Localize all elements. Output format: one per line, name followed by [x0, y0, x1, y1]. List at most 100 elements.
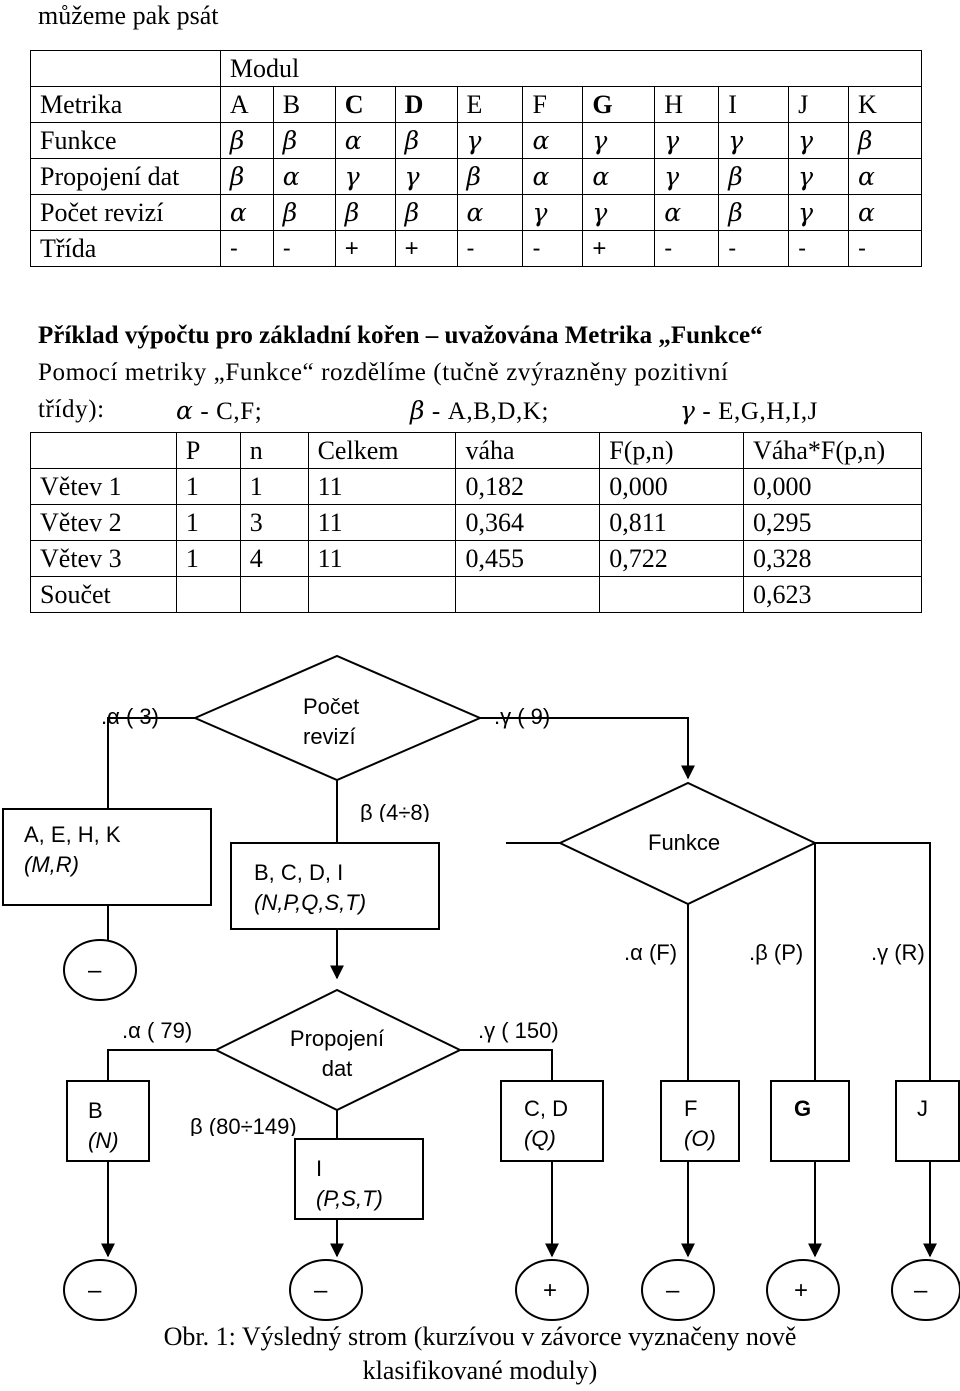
table-cell: - — [272, 230, 336, 267]
prop-beta-label: β (80÷149) — [190, 1114, 297, 1136]
leaf-label: – — [88, 1277, 102, 1304]
row-label: Počet revizí — [30, 194, 221, 231]
box-g: G — [770, 1080, 850, 1162]
table-cell: Součet — [30, 576, 177, 613]
alpha-group: α - C,F; — [176, 396, 262, 426]
table-cell: C — [334, 86, 396, 123]
figure-caption-line-2: klasifikované moduly) — [362, 1356, 598, 1385]
root-label: Počet revizí — [303, 694, 360, 749]
box-cd: C, D (Q) — [500, 1080, 604, 1162]
alpha-symbol: α — [176, 396, 194, 425]
entropy-table: P n Celkem váha F(p,n) Váha*F(p,n) Větev… — [30, 432, 922, 613]
table-row-sum: Součet 0,623 — [30, 576, 922, 613]
box-i: I (P,S,T) — [294, 1138, 424, 1220]
table-cell: I — [718, 86, 790, 123]
box-bcdi: B, C, D, I (N,P,Q,S,T) — [230, 842, 440, 930]
table-cell: 0,455 — [455, 540, 601, 577]
box-f: F (O) — [660, 1080, 740, 1162]
leaf-label: – — [666, 1277, 680, 1304]
table-cell: Větev 2 — [30, 504, 177, 541]
leaf-node — [515, 1259, 589, 1321]
row-label: Třída — [30, 230, 221, 267]
beta-symbol: β — [410, 396, 426, 425]
example-line-2-start: třídy): — [38, 396, 105, 423]
table-cell: 0,328 — [743, 540, 922, 577]
table-cell — [307, 576, 457, 613]
table-row: Větev 2 1 3 11 0,364 0,811 0,295 — [30, 504, 922, 541]
table-cell: J — [788, 86, 849, 123]
table-cell: 11 — [307, 468, 457, 505]
table-cell: β — [394, 194, 458, 231]
prop-alpha-label: .α ( 79) — [122, 1018, 193, 1043]
table-cell: - — [522, 230, 584, 267]
table-cell: 1 — [239, 468, 309, 505]
table-cell: F — [522, 86, 584, 123]
leaf-label: – — [88, 957, 102, 984]
modul-header: Modul — [219, 50, 923, 87]
table-cell: - — [654, 230, 720, 267]
table-cell: K — [848, 86, 922, 123]
alpha-classes: - C,F; — [200, 398, 263, 425]
row-label: Funkce — [30, 122, 221, 159]
header-cell: Celkem — [307, 432, 457, 469]
row-label: Metrika — [30, 86, 221, 123]
beta-group: β - A,B,D,K; — [410, 396, 549, 426]
prop-gamma-label: .γ ( 150) — [478, 1018, 559, 1043]
table-row-funkce: Funkce β β α β γ α γ γ γ γ β — [30, 122, 922, 159]
box-j: J — [895, 1080, 960, 1162]
table-cell: 0,295 — [743, 504, 922, 541]
table-cell: G — [582, 86, 656, 123]
table-cell: γ — [394, 158, 458, 195]
example-line-1: Pomocí metriky „Funkce“ rozdělíme (tučně… — [38, 359, 729, 386]
table-cell: β — [718, 194, 790, 231]
connector — [107, 1049, 216, 1080]
table-row: Větev 1 1 1 11 0,182 0,000 0,000 — [30, 468, 922, 505]
table-cell: 0,364 — [455, 504, 601, 541]
table-cell: α — [219, 194, 274, 231]
funkce-label: Funkce — [648, 830, 721, 855]
table-cell: β — [272, 122, 336, 159]
leaf-node — [63, 939, 137, 1001]
table-cell: α — [848, 158, 922, 195]
leaf-node — [63, 1259, 137, 1321]
table-cell: + — [582, 230, 656, 267]
table-cell: γ — [718, 122, 790, 159]
funkce-alpha-label: .α (F) — [624, 940, 678, 965]
table-row: Modul — [30, 50, 923, 87]
table-cell: α — [654, 194, 720, 231]
root-gamma-label: .γ ( 9) — [494, 704, 551, 729]
box-aehk: A, E, H, K (M,R) — [2, 808, 212, 906]
beta-classes: - A,B,D,K; — [431, 398, 550, 425]
table-cell: - — [718, 230, 790, 267]
leaf-label: – — [314, 1277, 328, 1304]
module-metrics-table: Modul Metrika A B C D E F G H I J K Funk… — [30, 50, 923, 267]
table-cell: + — [394, 230, 458, 267]
table-cell: γ — [334, 158, 396, 195]
table-cell — [175, 576, 241, 613]
table-cell: β — [219, 158, 274, 195]
gamma-symbol: γ — [680, 396, 696, 425]
row-label: Propojení dat — [30, 158, 221, 195]
table-cell: - — [219, 230, 274, 267]
table-cell: 4 — [239, 540, 309, 577]
table-cell: α — [456, 194, 524, 231]
leaf-label: + — [794, 1277, 809, 1304]
connector — [460, 1049, 553, 1080]
table-cell: γ — [654, 122, 720, 159]
table-cell: Větev 1 — [30, 468, 177, 505]
header-cell: P — [175, 432, 241, 469]
leaf-label: + — [543, 1277, 558, 1304]
leaf-node — [891, 1259, 960, 1321]
table-cell: α — [848, 194, 922, 231]
gamma-group: γ - E,G,H,I,J — [680, 396, 818, 426]
box-b: B (N) — [66, 1080, 150, 1162]
connector — [107, 717, 195, 808]
table-cell: γ — [582, 194, 656, 231]
table-cell: - — [456, 230, 524, 267]
header-cell: Váha*F(p,n) — [743, 432, 922, 469]
intro-text: můžeme pak psát — [38, 1, 219, 30]
table-cell: β — [334, 194, 396, 231]
leaf-node — [641, 1259, 715, 1321]
connector — [480, 717, 695, 780]
